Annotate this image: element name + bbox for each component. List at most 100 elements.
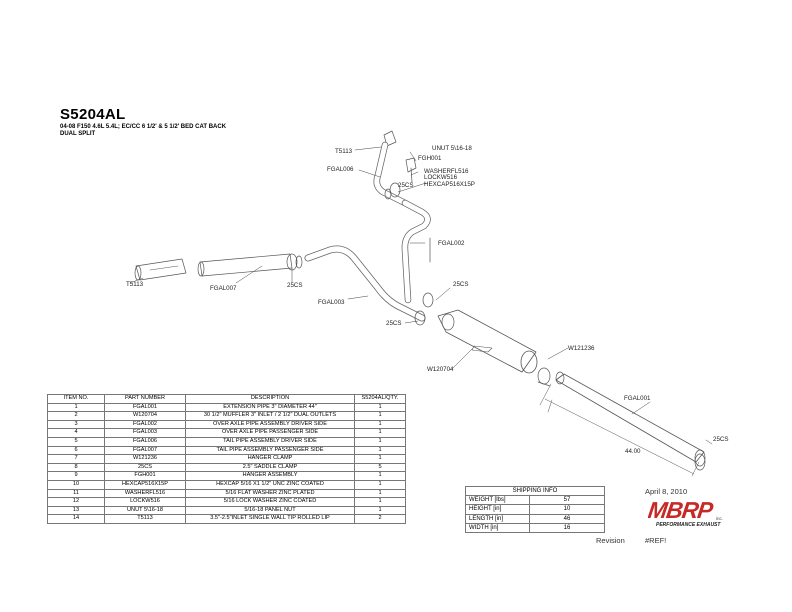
- item-no-cell: 8: [47, 462, 105, 473]
- callout-t5113-top: T5113: [335, 148, 353, 155]
- application-description: 04-08 F150 4.6L 5.4L; EC/CC 6 1/2' & 5 1…: [60, 124, 227, 130]
- quantity-cell: 1: [354, 479, 406, 490]
- description-cell: HEXCAP 5/16 X1 1/2" UNC ZINC COATED: [185, 479, 355, 490]
- shipping-label: LENGTH [in]: [465, 513, 530, 524]
- description-cell: EXTENSION PIPE 3" DIAMETER 44": [185, 402, 355, 413]
- quantity-cell: 1: [354, 402, 406, 413]
- description-cell: 2.5" SADDLE CLAMP: [185, 462, 355, 473]
- callout-lockw: LOCKW516: [424, 174, 458, 181]
- tail-pipe-passenger-side: [197, 253, 293, 277]
- shipping-info-table: SHIPPING INFO WEIGHT [lbs] 57 HEIGHT [in…: [465, 485, 605, 534]
- saddle-clamp-end: [694, 453, 706, 471]
- part-number-cell: LOCKW516: [104, 497, 186, 507]
- description-cell: HANGER CLAMP: [185, 454, 355, 464]
- shipping-label: WIDTH [in]: [465, 522, 530, 534]
- header-part-number: PART NUMBER: [104, 394, 186, 404]
- part-number-cell: FGAL006: [104, 436, 186, 447]
- callout-25cs-right: 25CS: [453, 281, 468, 288]
- callout-t5113-left: T5113: [126, 281, 144, 288]
- logo-suffix: inc.: [716, 516, 723, 521]
- shipping-info-title: SHIPPING INFO: [465, 485, 605, 497]
- shipping-row: WEIGHT [lbs] 57: [465, 495, 605, 506]
- callout-25cs-end: 25CS: [713, 436, 728, 443]
- revision-label: Revision: [596, 536, 625, 545]
- callout-25cs-top: 25CS: [398, 182, 413, 189]
- description-cell: 30 1/2" MUFFLER 3" INLET / 2 1/2" DUAL O…: [185, 411, 355, 421]
- callout-hexcap: HEXCAP516X15P: [424, 181, 475, 188]
- part-number-cell: FGAL003: [104, 428, 186, 438]
- drawing-date: April 8, 2010: [645, 487, 688, 496]
- item-no-cell: 4: [47, 428, 105, 438]
- callout-fgal001: FGAL001: [624, 395, 651, 402]
- callout-w120704: W120704: [427, 366, 454, 373]
- quantity-cell: 1: [354, 505, 406, 516]
- saddle-clamp-mid: [286, 253, 303, 271]
- description-cell: TAIL PIPE ASSEMBLY PASSENGER SIDE: [185, 445, 355, 456]
- item-no-cell: 12: [47, 497, 105, 507]
- part-number-cell: T5113: [104, 514, 186, 524]
- callout-fgh001: FGH001: [418, 155, 442, 162]
- part-number-cell: 25CS: [104, 462, 186, 473]
- logo-tagline: PERFORMANCE EXHAUST: [656, 522, 721, 528]
- quantity-cell: 1: [354, 454, 406, 464]
- part-number-cell: W120704: [104, 411, 186, 421]
- tail-pipe-driver-side: [373, 130, 431, 304]
- header-quantity: S5204AL/QTY.: [354, 394, 406, 404]
- shipping-label: HEIGHT [in]: [465, 504, 530, 515]
- logo-brand: MBRP: [648, 498, 715, 523]
- part-number-cell: FGAL002: [104, 419, 186, 430]
- revision-value: #REF!: [645, 536, 667, 545]
- quantity-cell: 1: [354, 411, 406, 421]
- saddle-clamp-top: [384, 182, 401, 200]
- description-cell: 5/16-18 PANEL NUT: [185, 505, 355, 516]
- item-no-cell: 2: [47, 411, 105, 421]
- shipping-value: 10: [529, 504, 605, 515]
- part-number-cell: FGAL001: [104, 402, 186, 413]
- over-axle-pipe-passenger: [304, 245, 426, 322]
- mbrp-logo: MBRP inc. PERFORMANCE EXHAUST: [648, 498, 723, 528]
- item-no-cell: 5: [47, 436, 105, 447]
- item-no-cell: 9: [47, 471, 105, 481]
- part-number-cell: HEXCAP516X15P: [104, 479, 186, 490]
- part-number-cell: FGH001: [104, 471, 186, 481]
- saddle-clamps-lower: [414, 292, 434, 326]
- quantity-cell: 1: [354, 436, 406, 447]
- configuration-description: DUAL SPLIT: [60, 131, 96, 137]
- dimension-length: 44.00: [625, 448, 641, 455]
- callout-25cs-mid: 25CS: [287, 282, 302, 289]
- part-number-cell: WASHERFL516: [104, 488, 186, 499]
- shipping-row: HEIGHT [in] 10: [465, 504, 605, 515]
- description-cell: 5/16 FLAT WASHER ZINC PLATED: [185, 488, 355, 499]
- exhaust-tip-left: [134, 258, 187, 281]
- description-cell: OVER AXLE PIPE PASSENGER SIDE: [185, 428, 355, 438]
- shipping-row: WIDTH [in] 16: [465, 522, 605, 534]
- extension-pipe: [539, 371, 706, 477]
- description-cell: OVER AXLE PIPE ASSEMBLY DRIVER SIDE: [185, 419, 355, 430]
- quantity-cell: 1: [354, 471, 406, 481]
- parts-table: ITEM NO. PART NUMBER DESCRIPTION S5204AL…: [47, 394, 406, 524]
- item-no-cell: 11: [47, 488, 105, 499]
- shipping-value: 16: [529, 522, 605, 534]
- quantity-cell: 1: [354, 445, 406, 456]
- description-cell: 5/16 LOCK WASHER ZINC COATED: [185, 497, 355, 507]
- item-no-cell: 14: [47, 514, 105, 524]
- item-no-cell: 6: [47, 445, 105, 456]
- callout-fgal003: FGAL003: [318, 299, 345, 306]
- callout-fgal007: FGAL007: [210, 285, 237, 292]
- item-no-cell: 3: [47, 419, 105, 430]
- part-number-title: S5204AL: [60, 106, 126, 123]
